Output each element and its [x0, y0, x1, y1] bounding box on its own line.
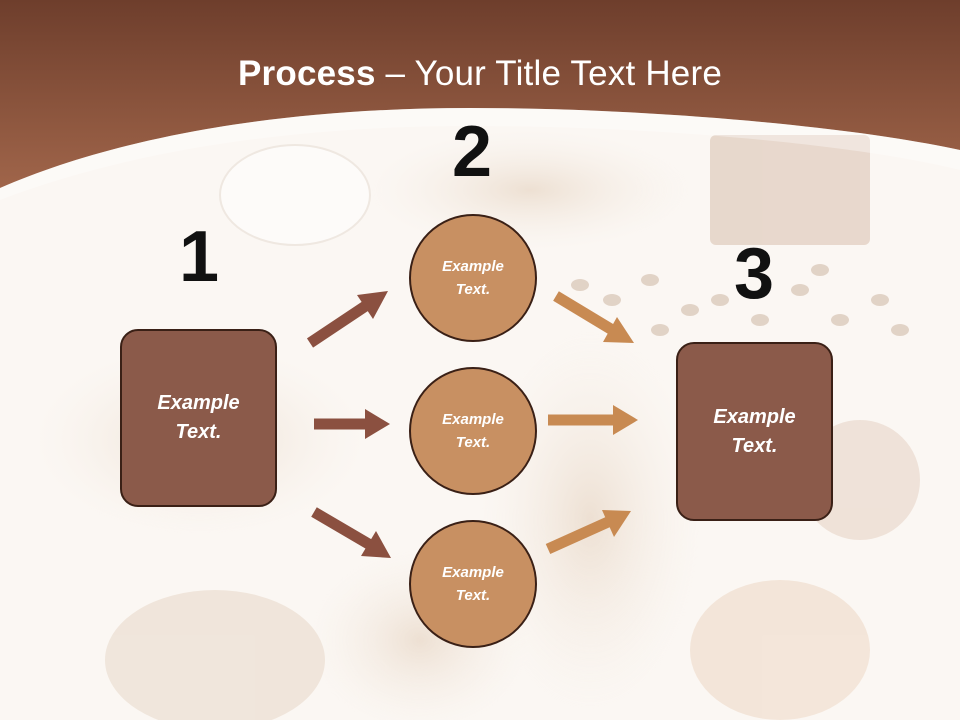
step-number-3: 3	[733, 234, 775, 314]
arrow-to-bottom-circle	[311, 507, 391, 558]
arrow-from-top-circle	[553, 291, 634, 343]
title-bold: Process	[238, 54, 376, 93]
step-box-1-text: Example Text.	[157, 392, 240, 443]
title-rest: – Your Title Text Here	[375, 54, 722, 93]
arrow-from-bottom-circle	[545, 510, 631, 555]
step-box-3-text: Example Text.	[713, 405, 796, 457]
step-box-1: Example Text.	[120, 329, 277, 507]
slide-title: Process – Your Title Text Here	[0, 52, 960, 96]
step-circle-middle-text: Example Text.	[442, 411, 504, 451]
arrow-from-middle-circle	[548, 405, 638, 435]
step-number-1: 1	[178, 217, 220, 297]
header-band	[0, 0, 960, 188]
step-circle-middle: Example Text.	[409, 367, 537, 495]
step-circle-top: Example Text.	[409, 214, 537, 342]
step-number-2: 2	[451, 112, 493, 192]
step-circle-bottom: Example Text.	[409, 520, 537, 648]
step-box-3: Example Text.	[676, 342, 833, 521]
arrow-to-top-circle	[306, 291, 388, 348]
arrow-to-middle-circle	[314, 409, 390, 439]
step-circle-bottom-text: Example Text.	[442, 564, 504, 604]
step-circle-top-text: Example Text.	[442, 258, 504, 298]
header-curve-highlight	[0, 108, 960, 200]
